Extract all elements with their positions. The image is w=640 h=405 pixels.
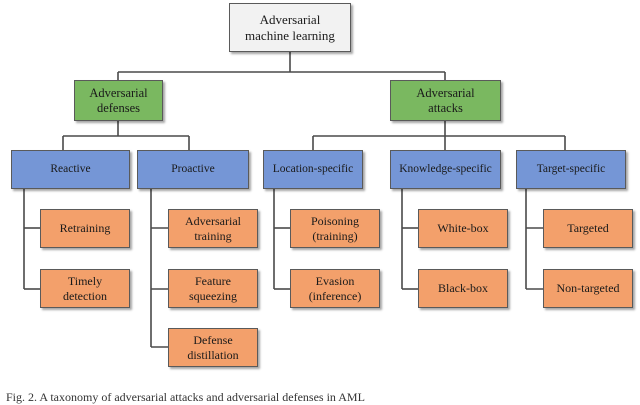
root-node: Adversarial machine learning (229, 3, 351, 52)
method-targeted: Targeted (543, 209, 633, 248)
category-defenses: Adversarial defenses (74, 80, 163, 121)
method-timely-detection: Timely detection (40, 269, 130, 308)
method-adversarial-training: Adversarial training (168, 209, 258, 248)
method-defense-distillation: Defense distillation (168, 328, 258, 367)
method-non-targeted: Non-targeted (543, 269, 633, 308)
method-black-box: Black-box (418, 269, 508, 308)
figure-caption: Fig. 2. A taxonomy of adversarial attack… (6, 390, 365, 404)
type-reactive: Reactive (11, 150, 130, 189)
connector-group (23, 52, 566, 348)
method-feature-squeezing: Feature squeezing (168, 269, 258, 308)
type-knowledge-specific: Knowledge-specific (390, 150, 501, 189)
category-attacks: Adversarial attacks (390, 80, 501, 121)
method-white-box: White-box (418, 209, 508, 248)
type-proactive: Proactive (137, 150, 249, 189)
type-location-specific: Location-specific (263, 150, 363, 189)
method-evasion: Evasion (inference) (290, 269, 380, 308)
type-target-specific: Target-specific (516, 150, 626, 189)
method-poisoning: Poisoning (training) (290, 209, 380, 248)
method-retraining: Retraining (40, 209, 130, 248)
